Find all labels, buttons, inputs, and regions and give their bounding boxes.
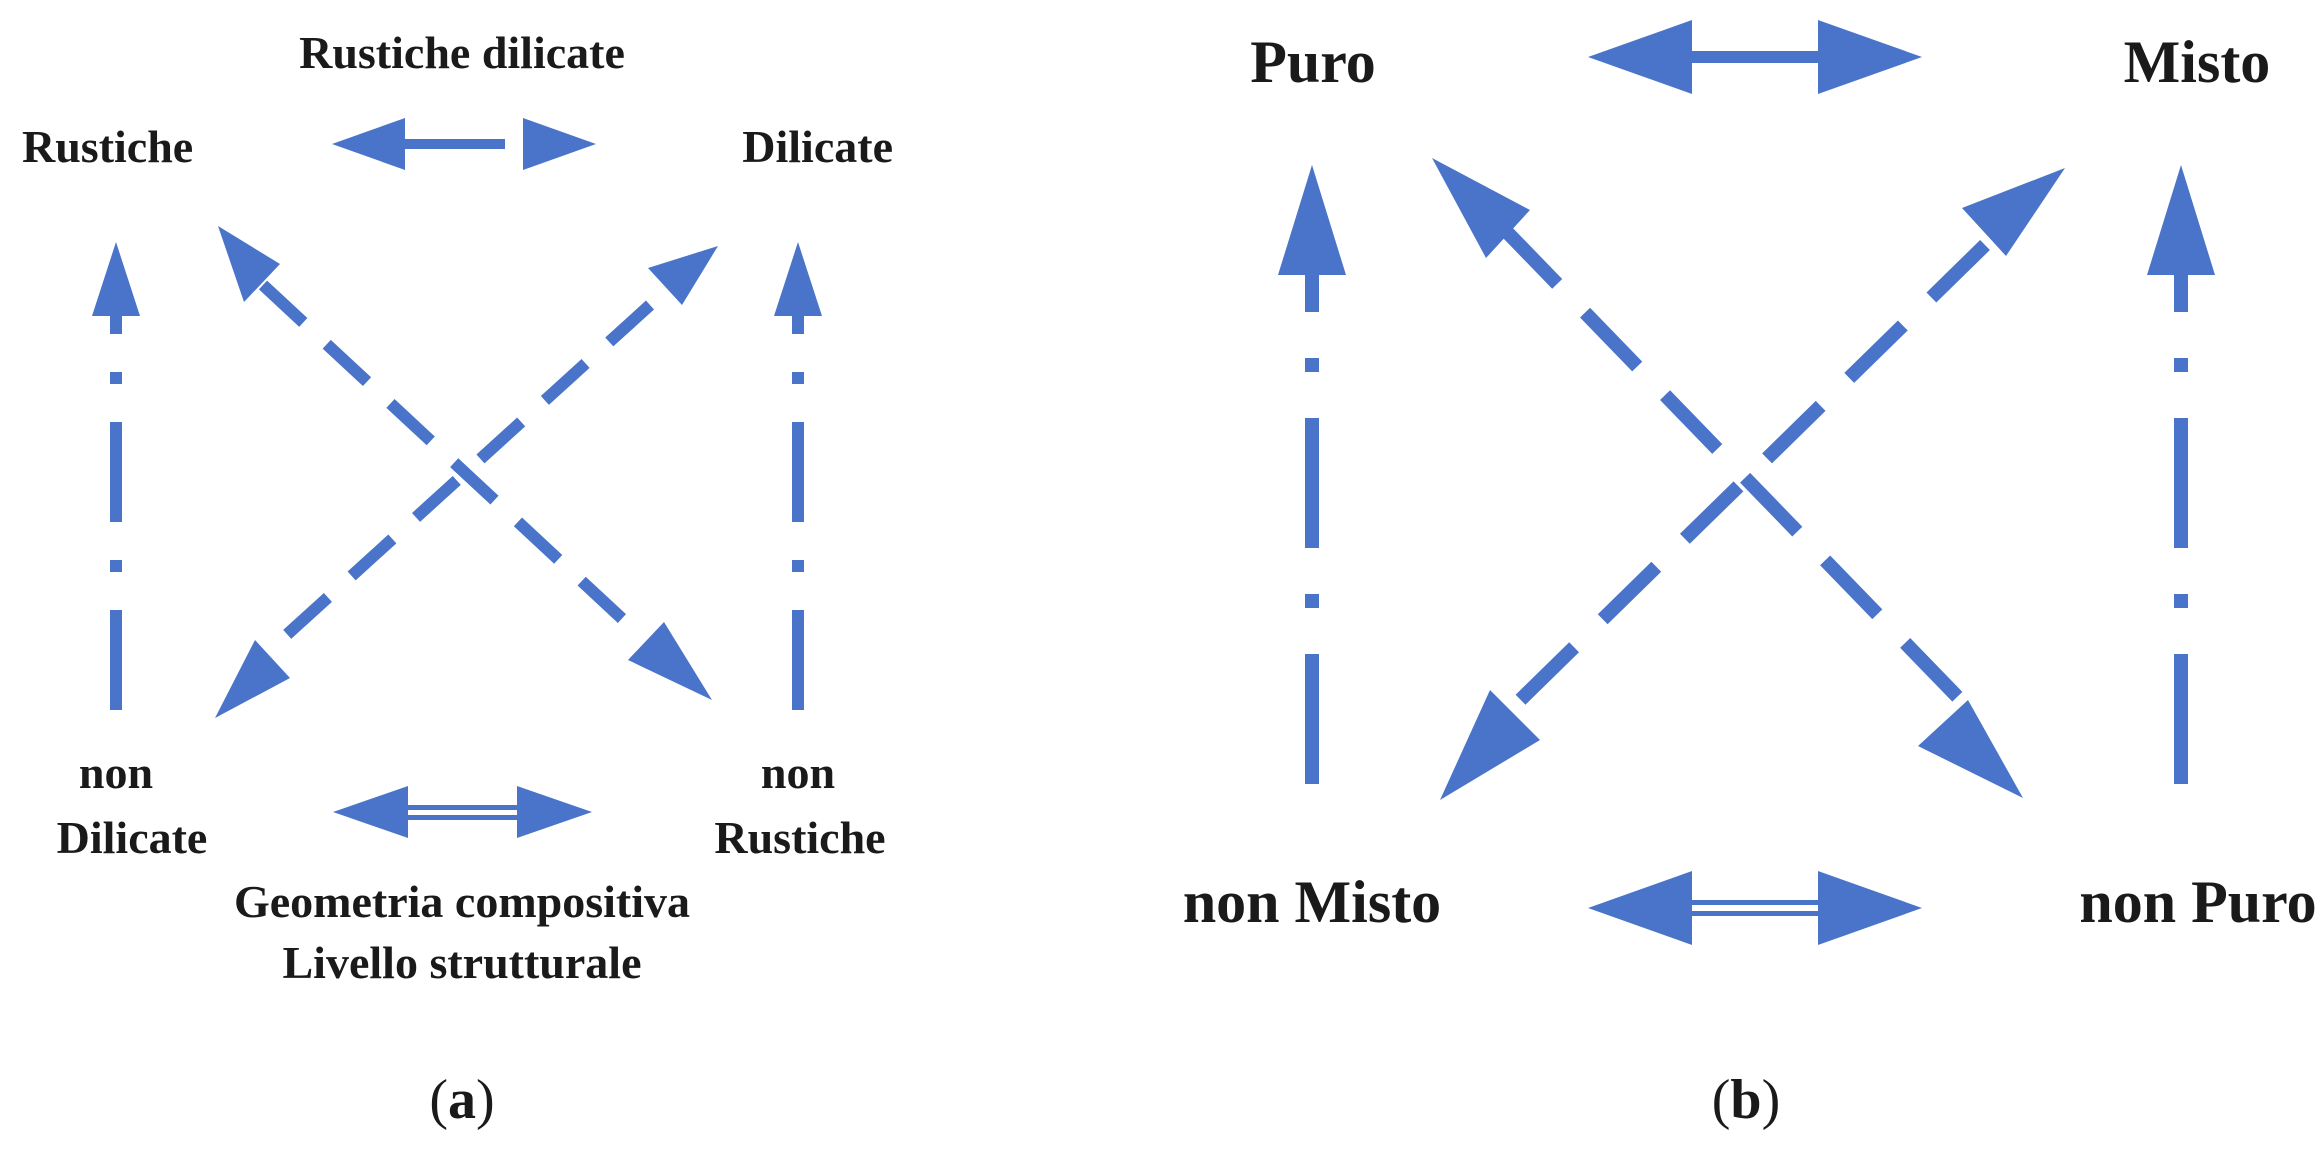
panel-a-right-vertical-arrow	[774, 242, 822, 710]
panel-a-caption-letter: a	[448, 1069, 476, 1131]
panel-a-bottom-label-line1: Geometria compositiva	[234, 876, 690, 927]
panel-a: Rustiche dilicate Rustiche Dilicate non …	[22, 27, 893, 988]
panel-a-top-double-arrow	[332, 118, 596, 170]
panel-b-top-right-label: Misto	[2124, 29, 2271, 95]
panel-b-caption: (b)	[1712, 1069, 1780, 1131]
panel-b-top-double-arrow	[1588, 20, 1922, 94]
panel-b-bottom-right-label: non Puro	[2079, 869, 2316, 935]
panel-a-bottom-right-label-line1: non	[761, 747, 835, 798]
panel-b-left-vertical-arrow	[1278, 165, 1346, 784]
panel-a-caption: (a)	[429, 1069, 494, 1131]
panel-b: Puro Misto non Misto non Puro	[1183, 20, 2317, 945]
panel-a-diagonal-arrow-to-bottom-left	[215, 246, 718, 718]
panel-b-caption-letter: b	[1730, 1069, 1761, 1131]
panel-a-bottom-double-arrow	[333, 786, 592, 838]
panel-a-top-left-label: Rustiche	[22, 121, 193, 172]
panel-b-bottom-left-label: non Misto	[1183, 869, 1441, 935]
panel-a-diagonal-arrow-to-bottom-right	[218, 226, 712, 700]
panel-a-bottom-label-line2: Livello strutturale	[283, 937, 642, 988]
panel-a-bottom-left-label-line1: non	[79, 747, 153, 798]
panel-b-right-vertical-arrow	[2147, 165, 2215, 784]
panel-b-diagonal-arrow-to-bottom-left	[1440, 168, 2065, 800]
panel-b-diagonal-arrow-to-bottom-right	[1432, 158, 2023, 798]
panel-a-left-vertical-arrow	[92, 242, 140, 710]
panel-b-bottom-double-arrow	[1588, 871, 1922, 945]
panel-a-bottom-left-label-line2: Dilicate	[57, 812, 208, 863]
panel-a-bottom-right-label-line2: Rustiche	[714, 812, 885, 863]
panel-a-top-label: Rustiche dilicate	[299, 27, 625, 78]
panel-b-top-left-label: Puro	[1250, 29, 1376, 95]
panel-a-top-right-label: Dilicate	[742, 121, 893, 172]
